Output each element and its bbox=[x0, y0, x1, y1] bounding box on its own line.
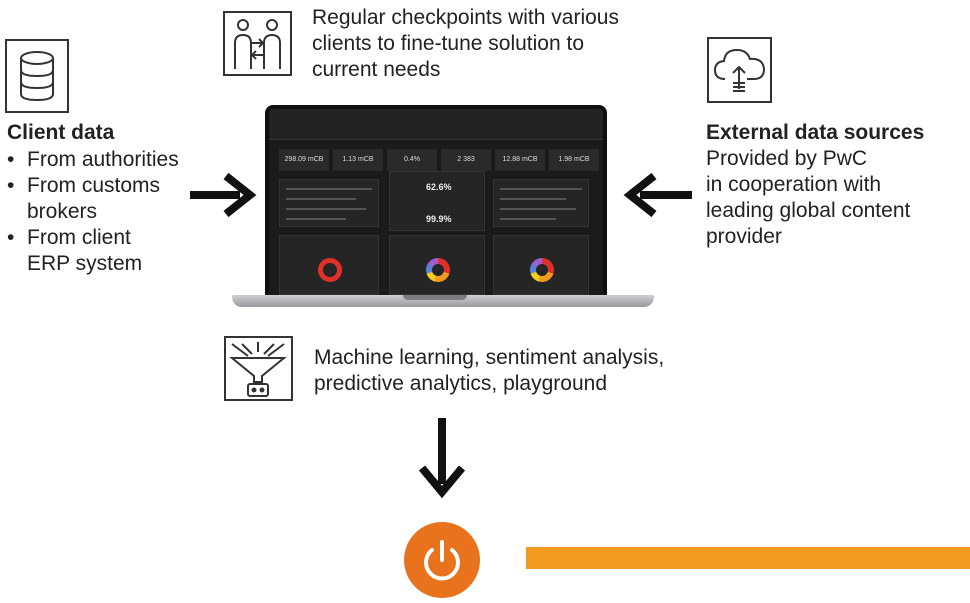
table-panel-right bbox=[493, 179, 589, 227]
kpi-tile: 1.98 mCB bbox=[549, 149, 599, 171]
chart-panel-2 bbox=[389, 235, 485, 295]
checkpoints-line-1: Regular checkpoints with various bbox=[312, 6, 619, 29]
laptop-base bbox=[232, 295, 654, 307]
external-line-1: Provided by PwC bbox=[706, 147, 868, 170]
table-panel-left bbox=[279, 179, 379, 227]
checkpoints-caption: Regular checkpoints with various clients… bbox=[312, 5, 692, 83]
donut-chart bbox=[318, 258, 342, 282]
ml-line-1: Machine learning, sentiment analysis, bbox=[314, 346, 665, 369]
checkpoints-line-3: current needs bbox=[312, 58, 441, 81]
power-icon bbox=[424, 540, 460, 581]
laptop-notch bbox=[403, 295, 467, 300]
people-exchange-icon bbox=[223, 11, 292, 76]
power-button[interactable] bbox=[404, 522, 480, 598]
list-item: From customs brokers bbox=[7, 173, 177, 225]
client-data-list: From authorities From customs brokers Fr… bbox=[7, 147, 227, 277]
kpi-tile: 0.4% bbox=[387, 149, 437, 171]
arrow-down-icon bbox=[418, 418, 466, 499]
dashboard-header bbox=[269, 109, 603, 140]
checkpoints-line-2: clients to fine-tune solution to bbox=[312, 32, 584, 55]
chart-panel-1 bbox=[279, 235, 379, 295]
orange-accent-bar bbox=[526, 547, 970, 569]
external-data-title: External data sources bbox=[706, 121, 925, 144]
list-item: From authorities bbox=[7, 147, 227, 173]
arrow-left-icon bbox=[623, 172, 692, 218]
funnel-robot-icon bbox=[224, 336, 293, 401]
client-data-title: Client data bbox=[7, 121, 115, 144]
dashboard-screen: 298.09 mCB 1.13 mCB 0.4% 2 383 12.88 mCB… bbox=[265, 105, 607, 302]
arrow-right-icon bbox=[190, 172, 257, 218]
kpi-tile: 298.09 mCB bbox=[279, 149, 329, 171]
external-data-block: External data sources Provided by PwC in… bbox=[706, 120, 966, 250]
cloud-upload-icon bbox=[707, 37, 772, 103]
kpi-tile: 12.88 mCB bbox=[495, 149, 545, 171]
chart-panel-3 bbox=[493, 235, 589, 295]
center-value-1: 62.6% bbox=[426, 182, 452, 192]
center-panel: 62.6% 99.9% bbox=[389, 171, 485, 231]
list-item: From client ERP system bbox=[7, 225, 177, 277]
center-value-2: 99.9% bbox=[426, 214, 452, 224]
kpi-tile: 2 383 bbox=[441, 149, 491, 171]
database-icon bbox=[5, 39, 69, 113]
ml-line-2: predictive analytics, playground bbox=[314, 372, 607, 395]
external-line-4: provider bbox=[706, 225, 782, 248]
external-line-2: in cooperation with bbox=[706, 173, 882, 196]
external-line-3: leading global content bbox=[706, 199, 911, 222]
donut-chart bbox=[426, 258, 450, 282]
ml-caption: Machine learning, sentiment analysis, pr… bbox=[314, 345, 734, 397]
donut-chart bbox=[530, 258, 554, 282]
kpi-tile: 1.13 mCB bbox=[333, 149, 383, 171]
